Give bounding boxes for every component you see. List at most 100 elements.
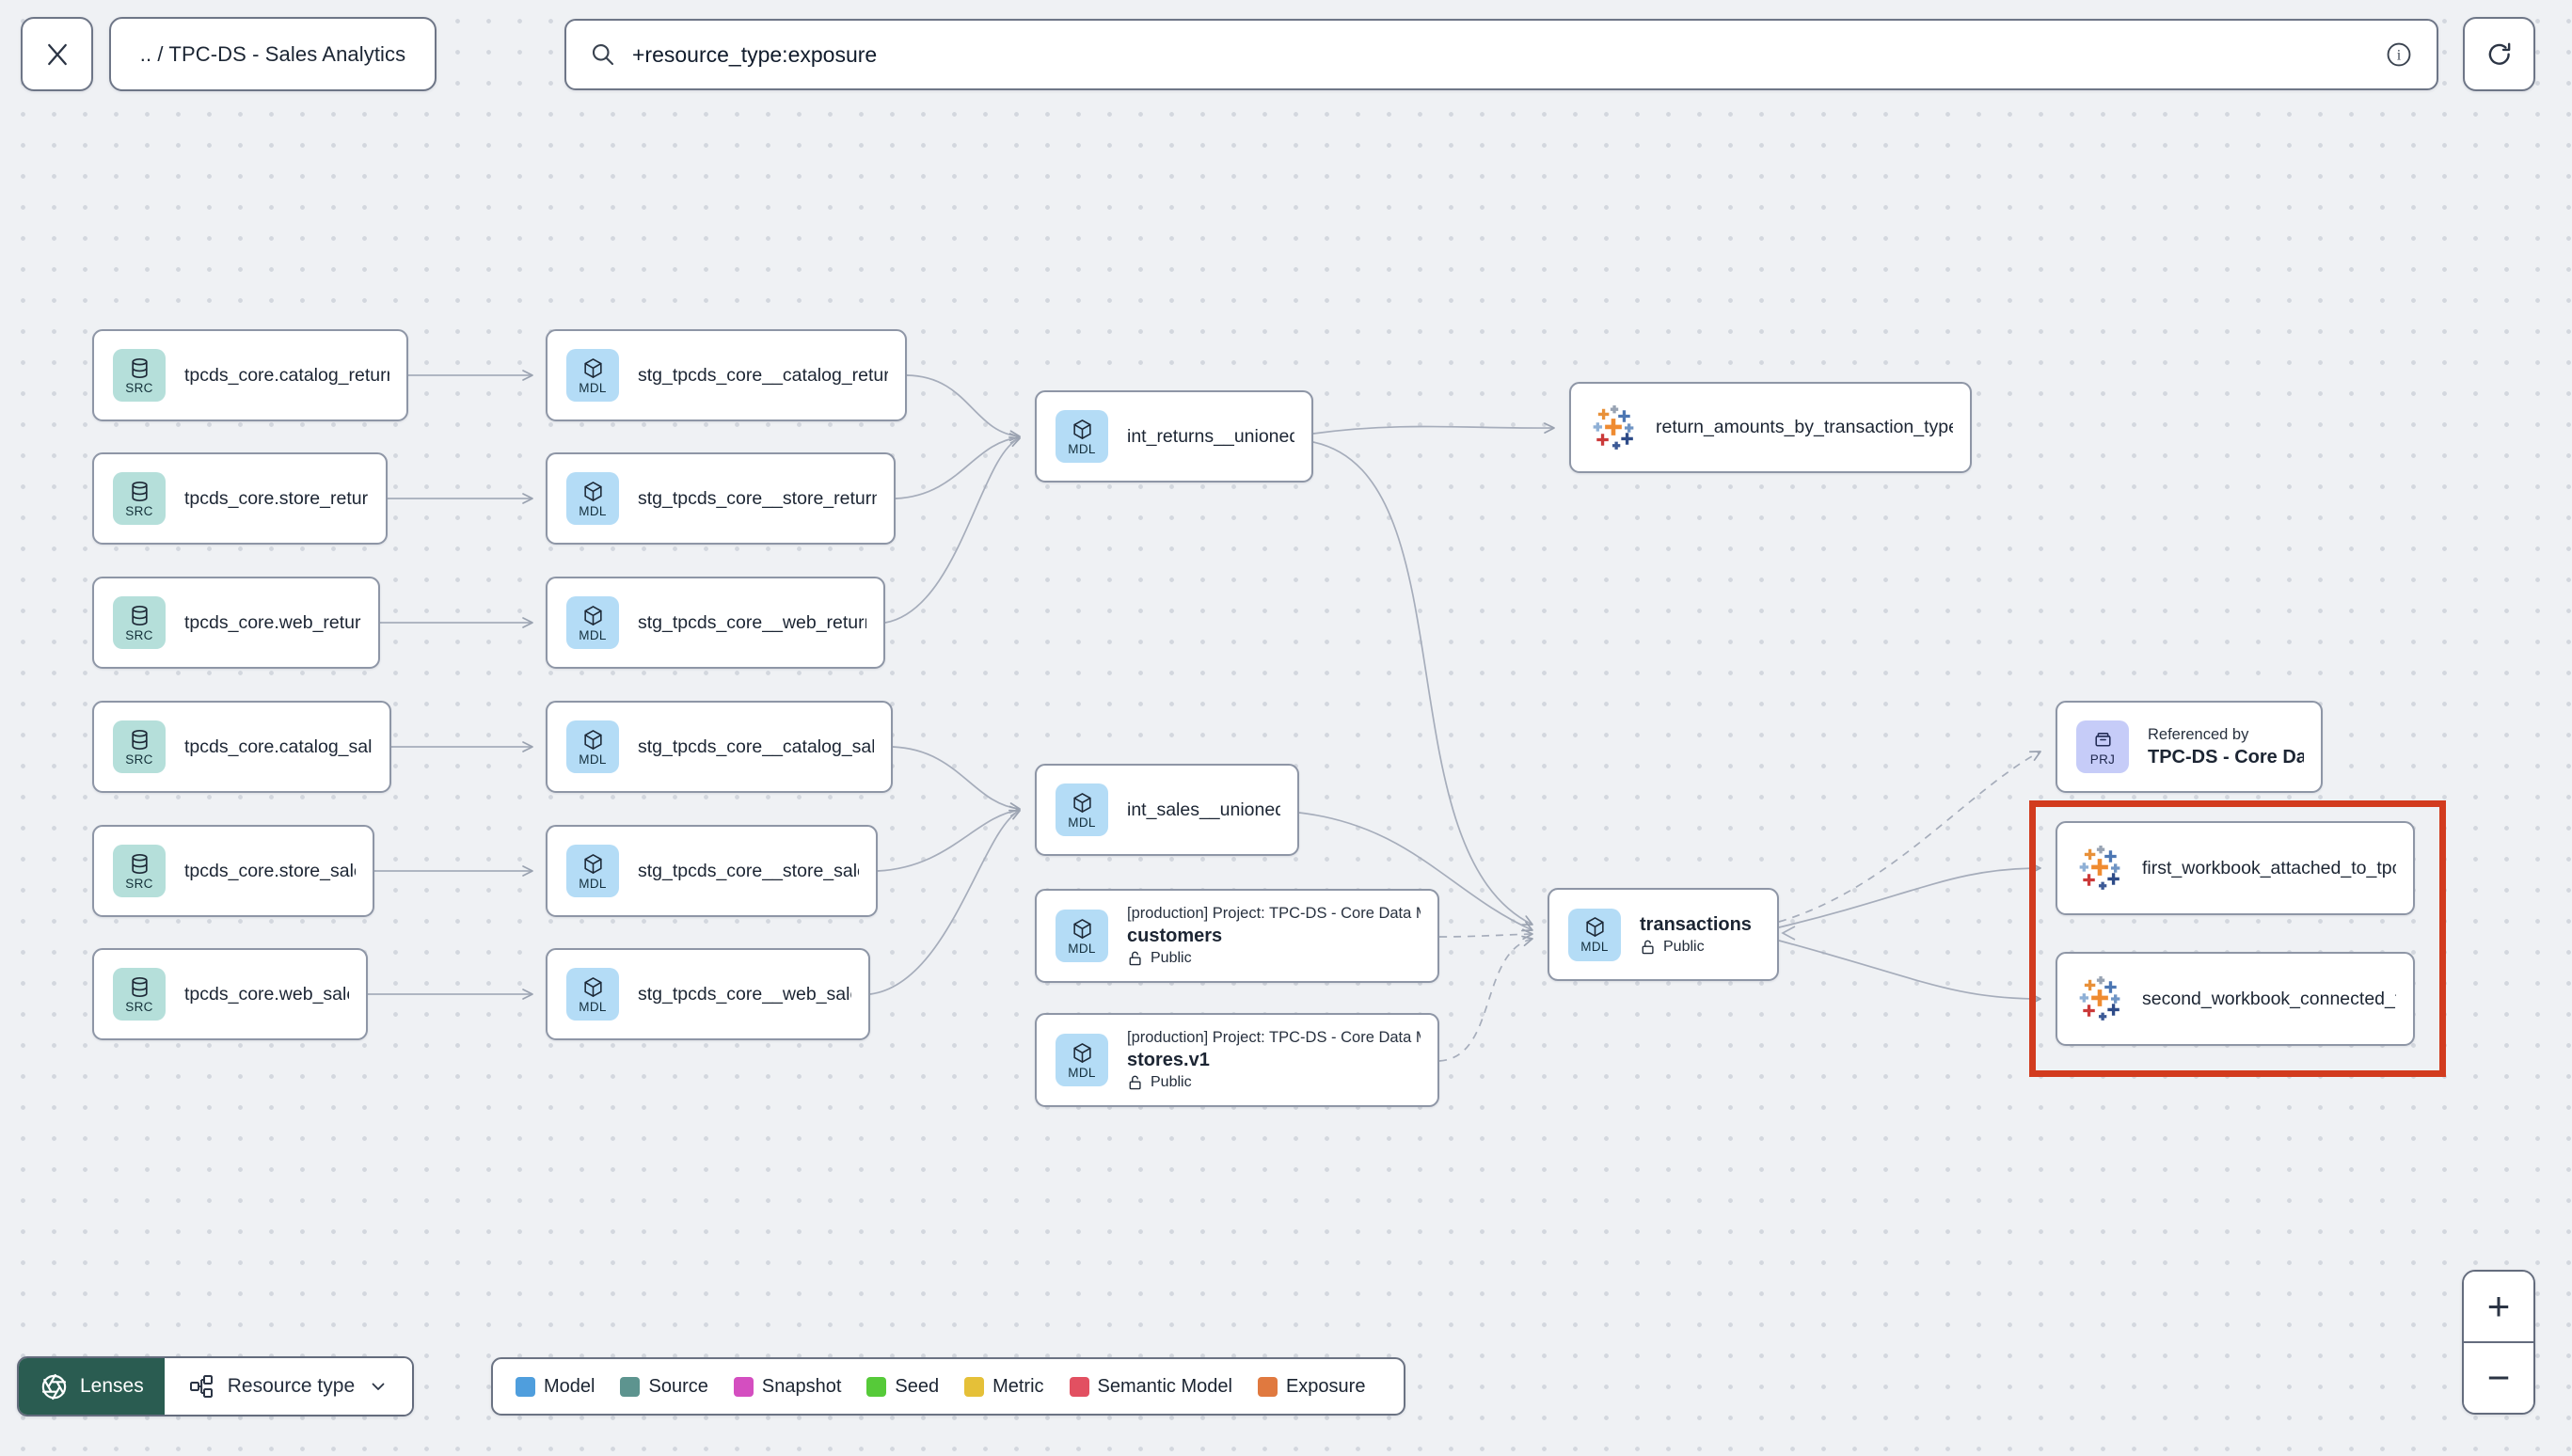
database-icon xyxy=(131,729,148,750)
legend-swatch xyxy=(620,1376,641,1397)
node-stg_store_returns[interactable]: MDL stg_tpcds_core__store_returns xyxy=(546,452,896,545)
lineage-edge xyxy=(895,433,1021,499)
node-exp_first_workbook[interactable]: first_workbook_attached_to_tpc-ds_-_… xyxy=(2056,821,2415,915)
node-label: return_amounts_by_transaction_type xyxy=(1656,417,1953,437)
node-label: stg_tpcds_core__web_returns xyxy=(638,611,866,633)
aperture-icon xyxy=(41,1373,67,1400)
close-button[interactable] xyxy=(21,17,93,91)
node-text: stg_tpcds_core__store_sales xyxy=(638,861,859,882)
node-label: tpcds_core.store_sales xyxy=(184,860,356,881)
legend-item-model: Model xyxy=(516,1376,595,1398)
tableau-icon xyxy=(1593,404,1634,450)
legend-item-seed: Seed xyxy=(866,1376,939,1398)
refresh-icon xyxy=(2488,42,2510,65)
lock-open-icon xyxy=(1642,940,1654,954)
node-text: stg_tpcds_core__store_returns xyxy=(638,488,877,510)
node-text: first_workbook_attached_to_tpc-ds_-_… xyxy=(2142,858,2396,879)
database-icon xyxy=(131,976,148,997)
legend-label: Metric xyxy=(992,1375,1044,1397)
node-customers[interactable]: MDL [production] Project: TPC-DS - Core D… xyxy=(1035,889,1439,983)
node-stores[interactable]: MDL [production] Project: TPC-DS - Core D… xyxy=(1035,1013,1439,1107)
cube-icon xyxy=(1072,419,1091,439)
zoom-out-button[interactable]: − xyxy=(2464,1341,2533,1413)
access-label: Public xyxy=(1663,938,1705,955)
model-badge: MDL xyxy=(566,845,619,897)
lineage-edge xyxy=(884,436,1021,624)
zoom-controls: + − xyxy=(2462,1270,2535,1415)
lineage-edge xyxy=(1312,441,1533,926)
node-label: TPC-DS - Core Data Models xyxy=(2148,746,2304,768)
cube-icon xyxy=(1072,918,1091,939)
model-badge: MDL xyxy=(1056,1034,1108,1086)
access-label: Public xyxy=(1151,950,1192,966)
tableau-icon-wrap xyxy=(2076,975,2123,1022)
lineage-edge xyxy=(1312,422,1555,435)
lineage-edge xyxy=(869,809,1021,995)
search-bar[interactable]: +resource_type:exposure i xyxy=(564,19,2438,90)
legend-label: Source xyxy=(648,1375,708,1397)
node-access: Public xyxy=(1127,950,1421,967)
node-label: tpcds_core.catalog_sales xyxy=(184,736,373,757)
node-exp_second_workbook[interactable]: second_workbook_connected_to_live… xyxy=(2056,952,2415,1046)
node-access: Public xyxy=(1640,939,1752,956)
node-text: stg_tpcds_core__catalog_returns xyxy=(638,365,888,387)
cube-icon xyxy=(583,976,602,997)
info-icon[interactable]: i xyxy=(2384,40,2414,70)
database-icon xyxy=(131,853,148,874)
cube-icon xyxy=(1072,1042,1091,1063)
sitemap-icon xyxy=(189,1375,213,1398)
node-text: tpcds_core.catalog_sales xyxy=(184,736,373,758)
refresh-button[interactable] xyxy=(2463,17,2535,91)
source-badge: SRC xyxy=(113,968,166,1021)
node-exp_return_amounts[interactable]: return_amounts_by_transaction_type xyxy=(1569,382,1972,473)
search-input[interactable]: +resource_type:exposure xyxy=(632,41,878,67)
legend-swatch xyxy=(866,1376,887,1397)
breadcrumb[interactable]: .. / TPC-DS - Sales Analytics xyxy=(109,17,437,91)
source-badge: SRC xyxy=(113,349,166,402)
node-stg_store_sales[interactable]: MDL stg_tpcds_core__store_sales xyxy=(546,825,878,917)
model-badge: MDL xyxy=(566,720,619,773)
legend-item-source: Source xyxy=(620,1375,708,1398)
node-label: stg_tpcds_core__catalog_returns xyxy=(638,364,888,386)
resource-type-dropdown[interactable]: Resource type xyxy=(164,1358,413,1415)
node-subtitle: [production] Project: TPC-DS - Core Data… xyxy=(1127,905,1421,922)
node-label: stg_tpcds_core__catalog_sales xyxy=(638,736,874,757)
lineage-edge xyxy=(1781,926,1796,941)
model-badge: MDL xyxy=(566,968,619,1021)
lenses-button[interactable]: Lenses xyxy=(19,1358,165,1415)
cube-icon xyxy=(583,357,602,378)
node-src_catalog_returns[interactable]: SRC tpcds_core.catalog_returns xyxy=(92,329,408,421)
source-badge: SRC xyxy=(113,472,166,525)
node-label: first_workbook_attached_to_tpc-ds_-_… xyxy=(2142,857,2396,878)
node-text: stg_tpcds_core__web_returns xyxy=(638,612,866,634)
resource-type-label: Resource type xyxy=(227,1375,356,1397)
legend-item-semantic-model: Semantic Model xyxy=(1069,1376,1232,1398)
node-src_web_sales[interactable]: SRC tpcds_core.web_sales xyxy=(92,948,368,1040)
node-text: [production] Project: TPC-DS - Core Data… xyxy=(1127,905,1421,967)
node-label: stg_tpcds_core__store_sales xyxy=(638,860,859,881)
cube-icon xyxy=(583,481,602,501)
node-text: tpcds_core.web_sales xyxy=(184,984,349,1005)
node-text: tpcds_core.web_returns xyxy=(184,612,361,634)
node-text: tpcds_core.catalog_returns xyxy=(184,365,389,387)
node-label: customers xyxy=(1127,926,1223,946)
model-badge: MDL xyxy=(566,472,619,525)
node-stg_catalog_sales[interactable]: MDL stg_tpcds_core__catalog_sales xyxy=(546,701,893,793)
model-badge: MDL xyxy=(1056,910,1108,962)
node-text: [production] Project: TPC-DS - Core Data… xyxy=(1127,1029,1421,1091)
zoom-in-button[interactable]: + xyxy=(2464,1272,2533,1341)
database-icon xyxy=(131,357,148,378)
project-badge: PRJ xyxy=(2076,720,2129,773)
